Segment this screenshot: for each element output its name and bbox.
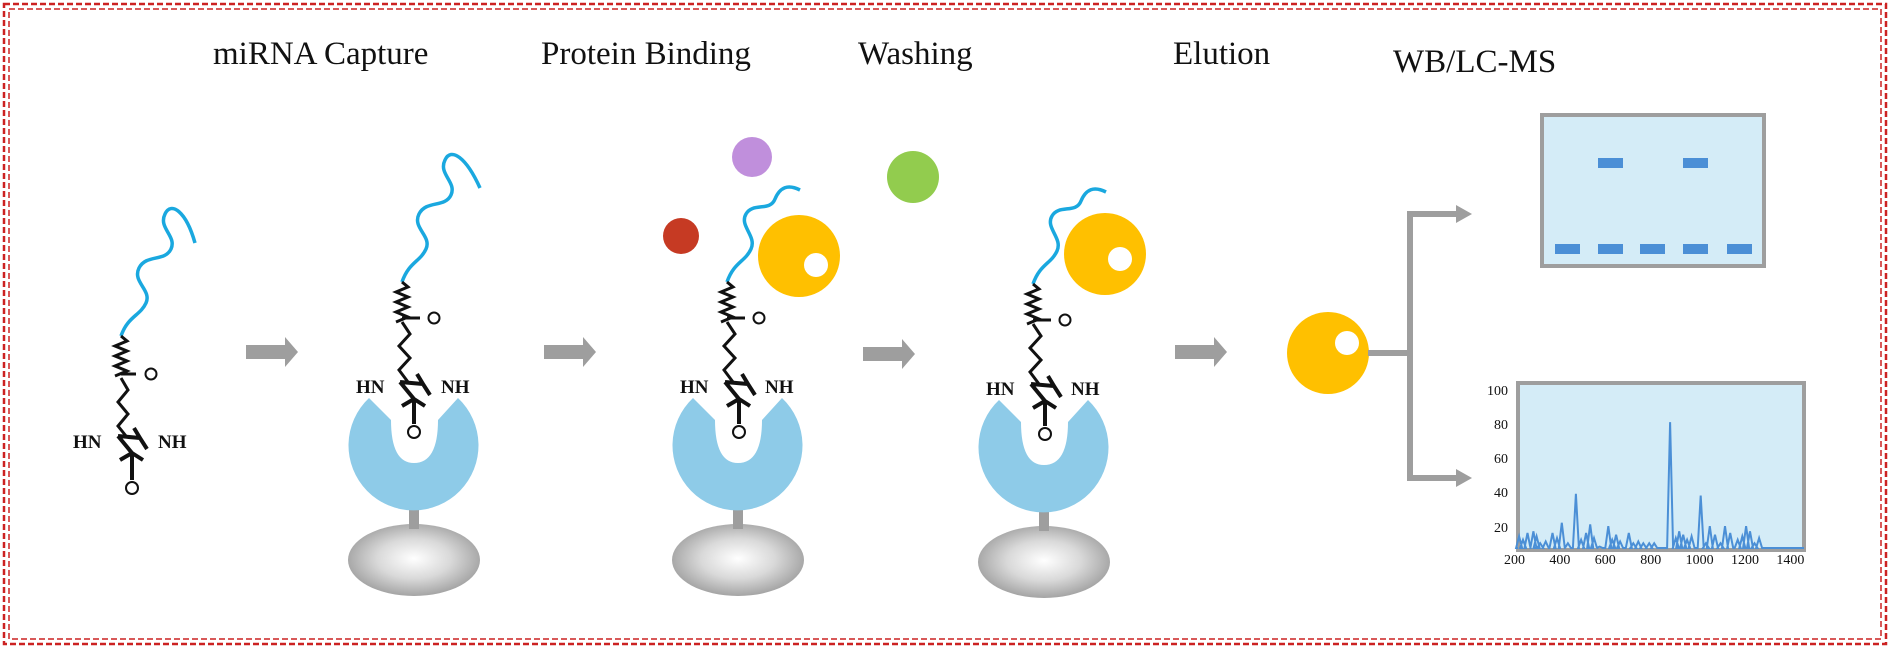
spectrum-trace <box>1514 422 1804 549</box>
biotin-nh-label: NH <box>158 432 187 453</box>
ring-oxygen <box>125 481 139 495</box>
protein-red <box>663 218 699 254</box>
linker-zigzag <box>1023 282 1043 326</box>
mirna-strand <box>400 152 482 283</box>
carbonyl-oxygen <box>752 311 766 325</box>
blot-band <box>1683 244 1708 254</box>
biotin-hn-label: HN <box>986 379 1015 400</box>
arrow-3 <box>863 339 915 369</box>
connector-up-arrowhead <box>1456 205 1472 223</box>
target-protein-highlight <box>1335 331 1359 355</box>
binding-complex <box>663 137 939 596</box>
y-tick-label: 80 <box>1494 418 1508 434</box>
washed-complex <box>978 187 1146 598</box>
blot-band <box>1640 244 1665 254</box>
mass-spectrum-panel <box>1514 381 1806 552</box>
linker-zigzag <box>392 280 412 324</box>
y-tick-label: 20 <box>1494 520 1508 536</box>
mirna-strand <box>119 206 197 337</box>
target-protein <box>1064 213 1146 295</box>
y-tick-label: 40 <box>1494 486 1508 502</box>
arrow-1 <box>246 337 298 367</box>
y-tick-label: 60 <box>1494 452 1508 468</box>
bead <box>978 526 1110 598</box>
target-protein <box>758 215 840 297</box>
blot-membrane <box>1540 113 1766 268</box>
carbonyl-oxygen <box>144 367 158 381</box>
step-title-washing: Washing <box>858 36 973 72</box>
step-title-mirna-capture: miRNA Capture <box>213 36 429 72</box>
streptavidin-pocket <box>978 400 1109 513</box>
bead <box>348 524 480 596</box>
ring-oxygen <box>1038 427 1052 441</box>
biotin-ring <box>723 372 757 424</box>
blot-band <box>1555 244 1580 254</box>
blot-band <box>1598 244 1623 254</box>
bead <box>672 524 804 596</box>
biotin-hn-label: HN <box>73 432 102 453</box>
biotin-ring <box>398 372 432 424</box>
streptavidin-pocket <box>672 398 803 511</box>
biotin-nh-label: NH <box>765 377 794 398</box>
step-title-elution: Elution <box>1173 36 1271 72</box>
biotin-hn-label: HN <box>680 377 709 398</box>
mirna-strand <box>1031 187 1107 285</box>
blot-band <box>1598 158 1623 168</box>
alkyl-chain <box>116 377 130 437</box>
x-tick-label: 1200 <box>1730 553 1759 568</box>
ring-oxygen <box>407 425 421 439</box>
target-protein-highlight <box>1108 247 1132 271</box>
target-protein <box>1287 312 1369 394</box>
inner-border <box>8 8 1882 640</box>
spectrum-plot-area <box>1516 381 1806 552</box>
connector-down-arrowhead <box>1456 469 1472 487</box>
capture-complex <box>348 152 482 596</box>
step-title-protein-binding: Protein Binding <box>541 36 751 72</box>
x-tick-label: 600 <box>1594 553 1616 568</box>
target-protein-highlight <box>804 253 828 277</box>
ring-oxygen <box>732 425 746 439</box>
bead-stalk <box>1039 507 1049 531</box>
alkyl-chain <box>721 321 738 383</box>
free-biotin-mirna <box>111 206 197 495</box>
x-tick-label: 200 <box>1504 553 1525 568</box>
western-blot-panel <box>1540 113 1766 268</box>
process-arrows <box>246 337 1227 369</box>
carbonyl-oxygen <box>427 311 441 325</box>
biotin-nh-label: NH <box>1071 379 1100 400</box>
x-tick-label: 1400 <box>1776 553 1805 568</box>
arrow-4 <box>1175 337 1227 367</box>
carbonyl-oxygen <box>1058 313 1072 327</box>
y-tick-label: 100 <box>1487 384 1508 400</box>
arrow-2 <box>544 337 596 367</box>
alkyl-chain <box>1027 323 1044 385</box>
bead-stalk <box>409 505 419 529</box>
protein-purple <box>732 137 772 177</box>
blot-band <box>1683 158 1708 168</box>
alkyl-chain <box>396 321 413 383</box>
linker-zigzag <box>717 280 737 324</box>
split-connector <box>1368 205 1472 487</box>
x-tick-label: 400 <box>1549 553 1571 568</box>
mirna-strand <box>725 185 801 283</box>
biotin-ring <box>1029 374 1063 426</box>
biotin-hn-label: HN <box>356 377 385 398</box>
streptavidin-pocket <box>348 398 479 511</box>
eluted-protein <box>1287 312 1369 394</box>
protein-green <box>887 151 939 203</box>
x-tick-label: 1000 <box>1685 553 1714 568</box>
bead-stalk <box>733 505 743 529</box>
biotin-nh-label: NH <box>441 377 470 398</box>
x-tick-label: 800 <box>1640 553 1662 568</box>
biotin-ring <box>116 426 149 480</box>
linker-zigzag <box>111 334 131 378</box>
blot-band <box>1727 244 1752 254</box>
step-title-wb-lcms: WB/LC-MS <box>1393 44 1557 80</box>
